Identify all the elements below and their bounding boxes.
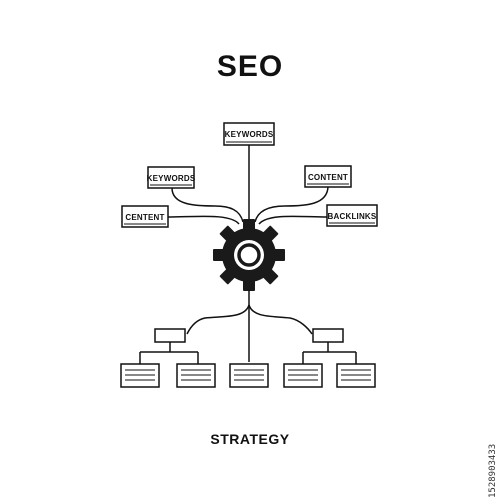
tree-node-right <box>312 328 344 343</box>
image-id-text: 1528903433 <box>488 443 498 498</box>
connector-content-right <box>254 185 329 223</box>
sitemap-icon <box>139 290 357 364</box>
connector-right-branch <box>248 304 313 335</box>
connector-backlinks <box>258 215 328 225</box>
node-keywords-top: KEYWORDS <box>223 122 275 146</box>
node-keywords-left: KEYWORDS <box>147 166 196 189</box>
gear-icon <box>213 219 285 291</box>
node-content-right: CONTENT <box>304 165 352 188</box>
tree-leaf <box>120 363 160 388</box>
tree-leaf <box>176 363 216 388</box>
tree-leaf <box>336 363 376 388</box>
tree-leaves <box>120 363 376 388</box>
page-title: SEO <box>216 50 284 83</box>
node-label: CENTENT <box>125 213 164 222</box>
node-label: CONTENT <box>308 173 348 182</box>
tree-node-left <box>154 328 186 343</box>
node-content-left: CENTENT <box>121 205 169 228</box>
connector-left-branch <box>186 304 250 335</box>
label-connectors <box>167 145 329 225</box>
node-backlinks-right: BACKLINKS <box>326 204 378 227</box>
tree-leaf <box>229 363 269 388</box>
connector-content-left <box>167 215 240 225</box>
node-label: KEYWORDS <box>147 174 196 183</box>
tree-leaf <box>283 363 323 388</box>
subtitle: STRATEGY <box>210 431 290 447</box>
node-label: BACKLINKS <box>328 212 377 221</box>
connector-keywords-left <box>171 187 244 223</box>
node-label: KEYWORDS <box>225 130 274 139</box>
